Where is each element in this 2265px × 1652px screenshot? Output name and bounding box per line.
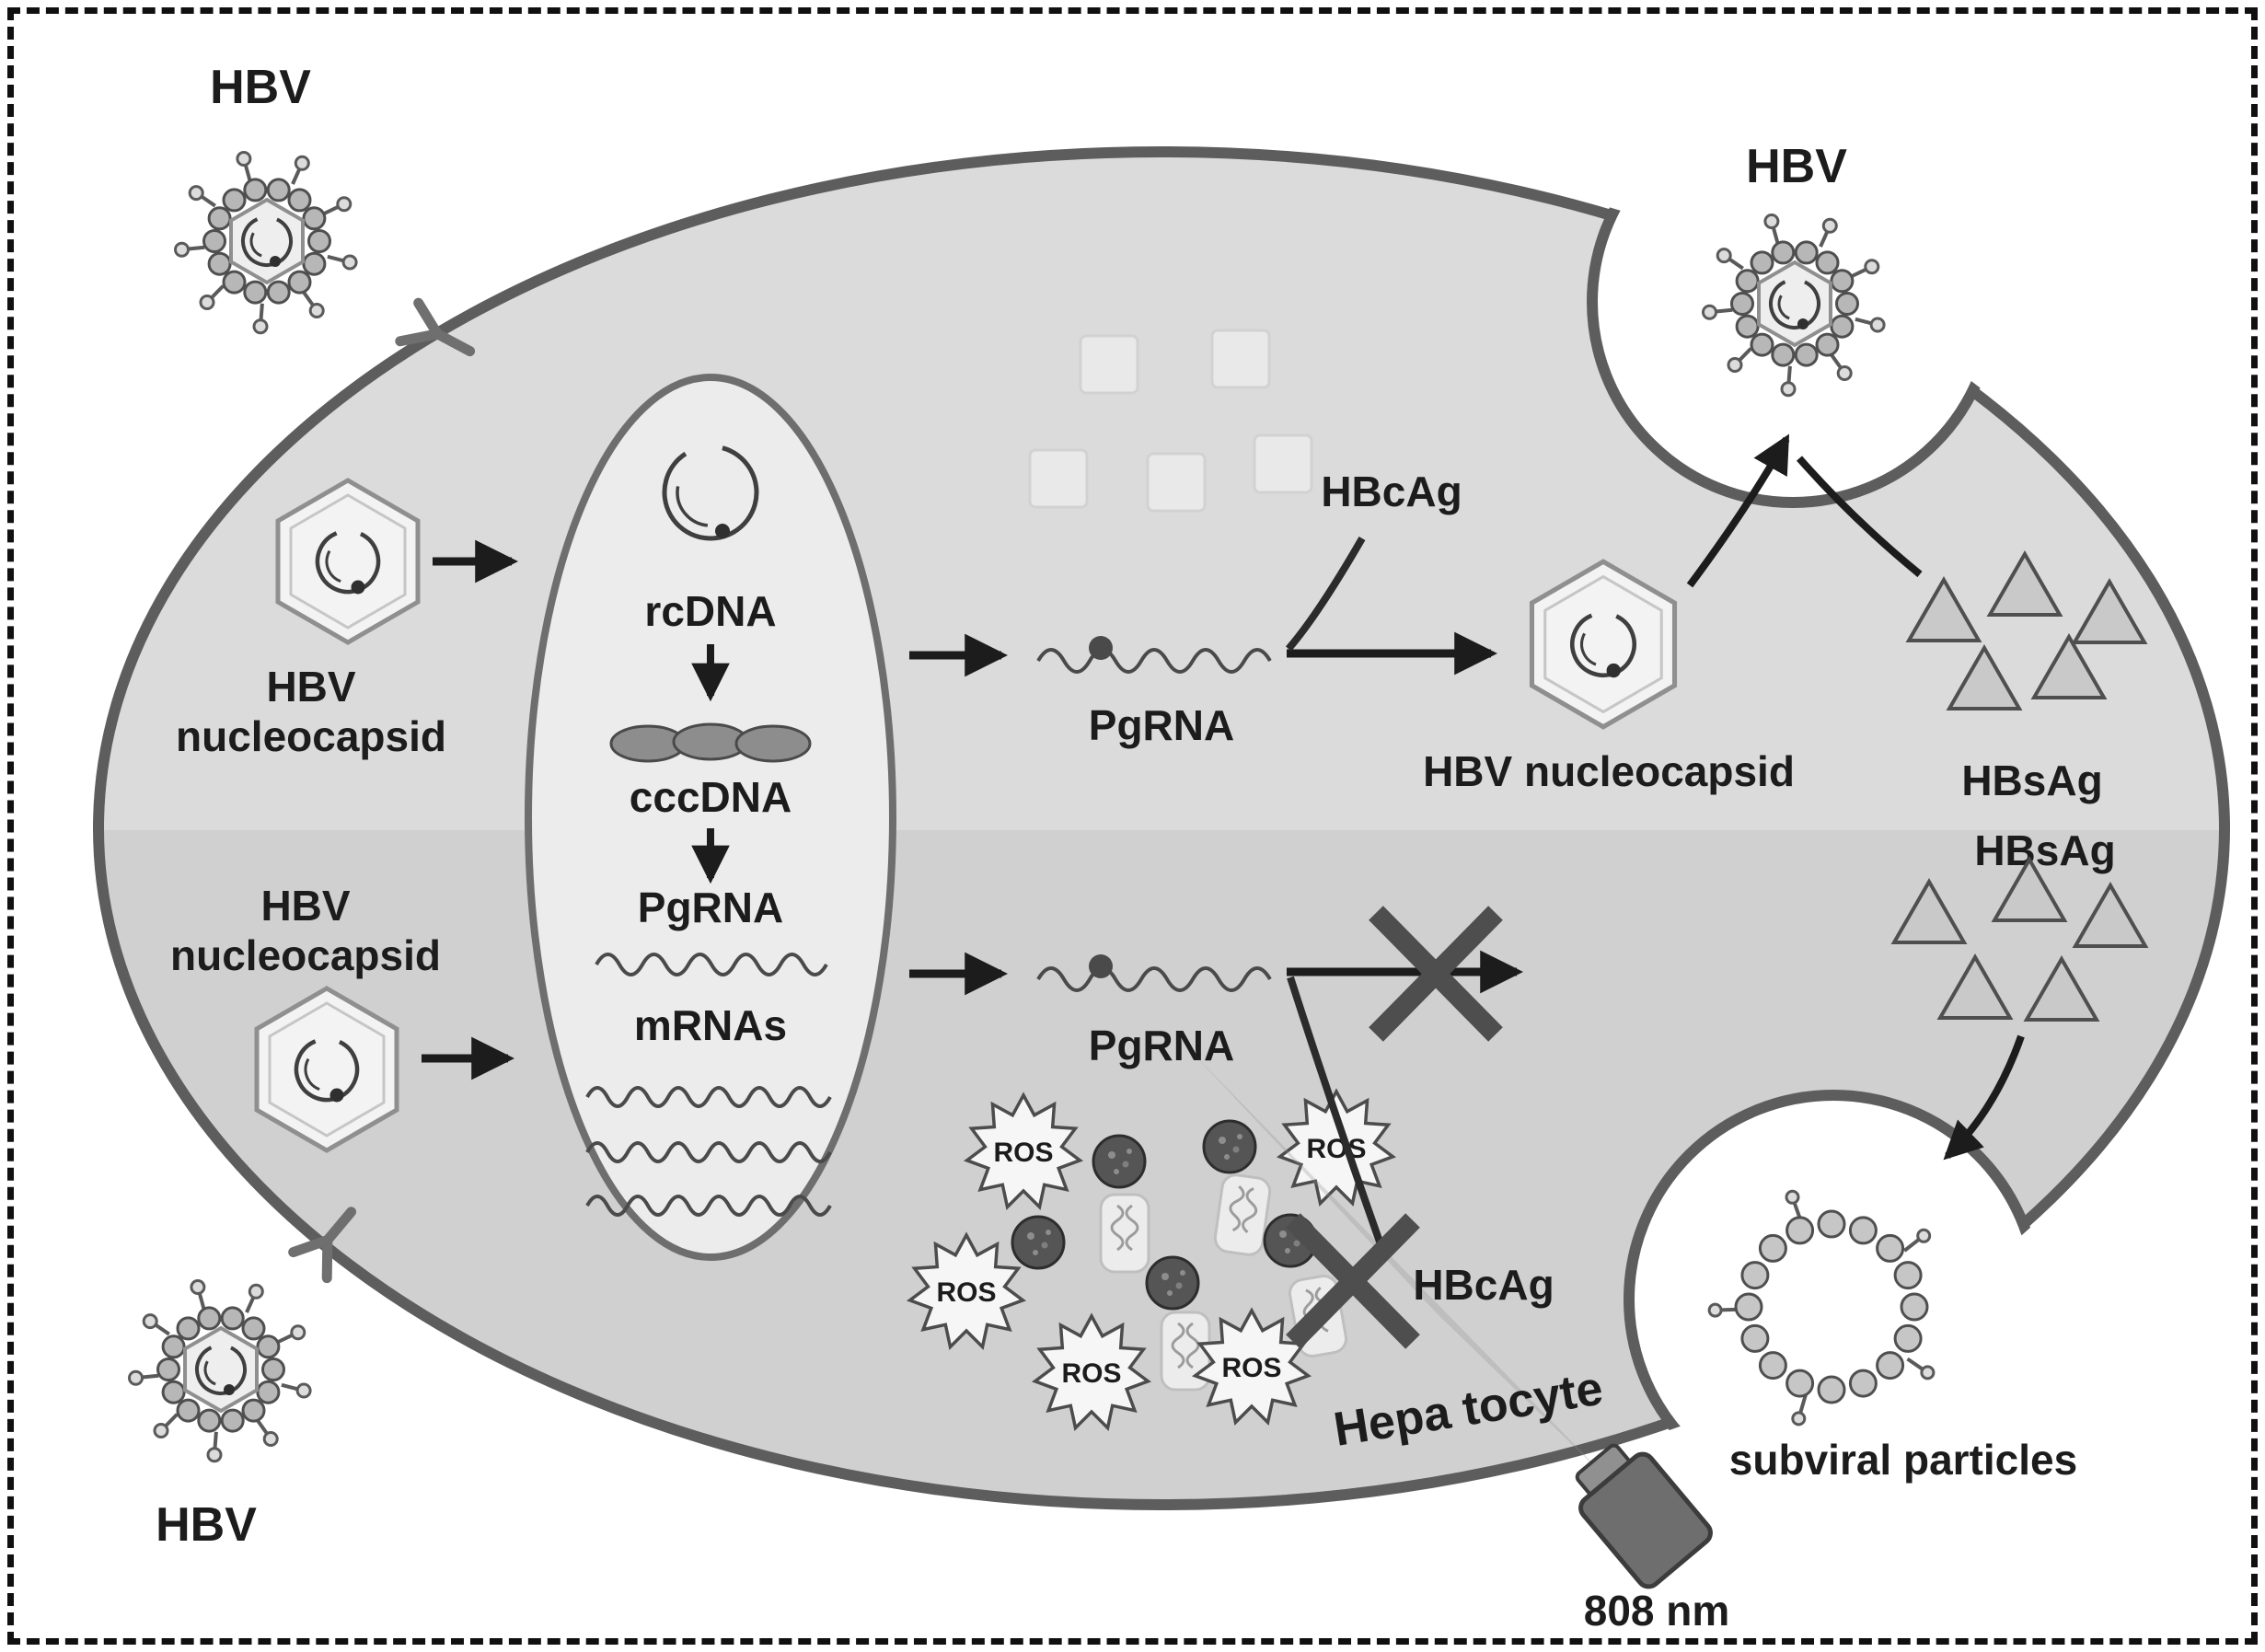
nucleus: rcDNA cccDNA PgRNA mRNAs [525,374,896,1261]
ros-burst: ROS [1277,1090,1395,1206]
ros-burst: ROS [1033,1314,1150,1430]
nucleocapsid-right-label: HBV nucleocapsid [1423,747,1795,795]
pgrna-strand-bottom [1036,966,1272,992]
nucleocapsid-top-label-line2: nucleocapsid [176,712,446,760]
ros-label: ROS [993,1138,1053,1168]
hbcag-square [1079,334,1139,395]
pgrna-protein-dot [1089,954,1113,978]
nucleocapsid-top-label-line1: HBV [266,663,355,710]
hbv-virion-bottom-left [127,1278,313,1463]
nanoparticle-icon [1202,1119,1257,1174]
pgrna-top-label: PgRNA [1089,701,1234,749]
pgrna-strand-icon [595,953,828,976]
hbcag-top-label: HBcAg [1321,468,1462,515]
hbcag-square [1146,452,1207,513]
hbcag-square [1253,433,1313,494]
block-x-top [1369,906,1503,1042]
curve-hbsag-to-exit [1796,456,1923,578]
hbsag-bottom-label: HBsAg [1974,826,2115,874]
pgrna-protein-dot [1089,636,1113,660]
cccdna-label: cccDNA [630,773,792,821]
nanoparticle-icon [1092,1134,1147,1189]
cell-membrane [93,146,2230,1510]
nanoparticle-icon [1011,1215,1066,1270]
ros-label: ROS [1306,1134,1366,1164]
rcdna-label: rcDNA [644,587,776,635]
pgrna-bottom-label: PgRNA [1089,1022,1234,1069]
laser-wavelength-label: 808 nm [1584,1587,1730,1635]
pgrna-nucleus-label: PgRNA [638,884,783,931]
ros-label: ROS [1221,1353,1281,1383]
hbcag-square [1028,448,1089,509]
ros-burst: ROS [965,1093,1082,1209]
curve-hbsag-to-subviral [1943,1034,2025,1161]
mrna-strand-icon [585,1141,832,1163]
nucleus-body [525,374,896,1261]
curve-hbcag-join-top [1285,536,1366,652]
ros-label: ROS [1061,1358,1121,1389]
nucleocapsid-bottom-label-line1: HBV [260,882,350,930]
laser-device-icon [1575,1443,1713,1589]
ros-burst: ROS [907,1233,1025,1349]
micelle-icon [1211,1172,1274,1258]
mrna-strand-icon [585,1086,832,1108]
hbcag-square [1210,329,1271,389]
nanoparticle-icon [1145,1255,1200,1311]
hbcag-bottom-label: HBcAg [1413,1261,1554,1309]
mrnas-label: mRNAs [634,1001,787,1049]
nucleocapsid-bottom-label-line2: nucleocapsid [170,931,441,979]
ros-burst: ROS [1193,1309,1311,1425]
micelle-icon [1099,1193,1150,1274]
hbsag-top-label: HBsAg [1961,757,2102,804]
curve-capsid-to-exit [1686,433,1790,588]
cccdna-icon [609,722,812,763]
pgrna-strand-top [1036,648,1272,674]
mrna-strand-icon [585,1195,832,1217]
curve-hbcag-join-bottom [1287,976,1384,1246]
hbv-top-left-label: HBV [210,61,311,114]
hbv-virion-top-left [173,150,359,335]
hbv-top-right-label: HBV [1746,140,1847,193]
rcdna-icon [662,444,759,541]
subviral-particles-label: subviral particles [1729,1436,2077,1484]
hbv-bottom-left-label: HBV [156,1498,257,1552]
ros-label: ROS [936,1277,996,1308]
block-x-bottom [1286,1213,1420,1349]
laser-beam [1187,1047,1618,1489]
